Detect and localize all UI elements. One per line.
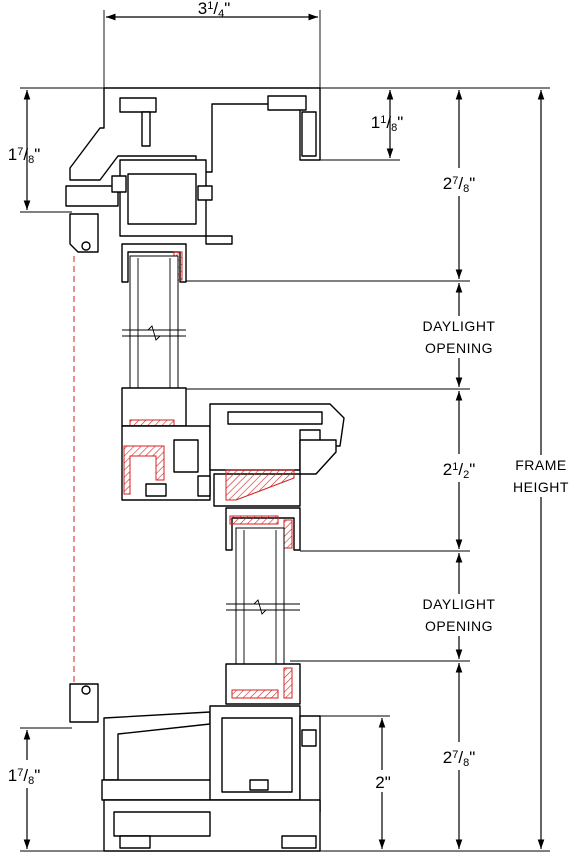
frame-height-line1: FRAME — [515, 457, 567, 473]
meeting-rail-label: 21/2" — [443, 460, 476, 481]
head-frame — [65, 87, 321, 245]
top-width-label: 31/4" — [198, 0, 231, 20]
frame-height-line2: HEIGHT — [513, 479, 569, 495]
sill-inner-label: 2" — [375, 773, 391, 792]
right-chain-dimension — [185, 87, 470, 852]
sill-left-dimension — [20, 727, 105, 852]
meeting-rail — [121, 403, 345, 507]
daylight-lower-line2: OPENING — [425, 618, 493, 634]
lower-sash — [225, 507, 301, 705]
sill-left-label: 17/8" — [8, 766, 41, 787]
daylight-upper-line1: DAYLIGHT — [423, 318, 496, 334]
upper-sash — [121, 243, 187, 429]
left-clip-top — [69, 213, 99, 253]
head-left-label: 17/8" — [8, 145, 41, 166]
sill-right-label: 27/8" — [443, 748, 476, 769]
head-left-dimension: 17/8" — [8, 87, 105, 213]
daylight-lower-line1: DAYLIGHT — [423, 596, 496, 612]
head-small-label: 11/8" — [371, 113, 404, 134]
head-small-dimension: 11/8" — [320, 87, 404, 161]
top-width-dimension: 31/4" — [103, 0, 321, 90]
sill-frame — [101, 705, 321, 852]
daylight-upper-line2: OPENING — [425, 340, 493, 356]
left-clip-bottom — [69, 683, 99, 723]
head-right-label: 27/8" — [443, 174, 476, 195]
